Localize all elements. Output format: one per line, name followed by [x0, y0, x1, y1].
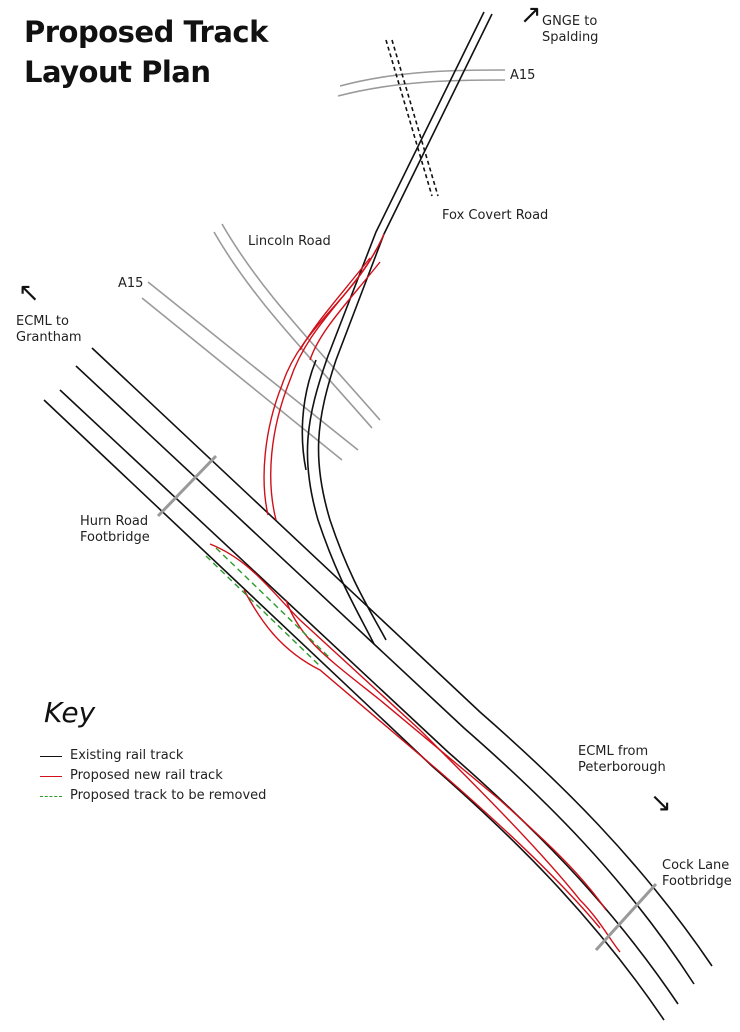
key-swatch-proposed — [40, 776, 62, 777]
gnge-existing-tracks — [301, 11, 493, 645]
label-a15-left: A15 — [118, 276, 144, 291]
title-line-2: Layout Plan — [24, 55, 211, 89]
arrow-up-right-icon: ↗ — [520, 0, 542, 30]
hurn-road-footbridge — [156, 454, 218, 518]
key-swatch-existing — [40, 756, 62, 757]
key-swatch-removed — [40, 796, 62, 797]
label-hurn-road-footbridge: Hurn Road Footbridge — [80, 514, 150, 545]
label-ecml-peterborough: ECML from Peterborough — [578, 744, 666, 775]
road-lincoln-road — [213, 223, 381, 429]
road-a15-top — [337, 69, 506, 97]
label-ecml-grantham: ECML to Grantham — [16, 314, 82, 345]
tracks-to-be-removed — [205, 547, 331, 667]
proposed-new-tracks — [209, 233, 621, 953]
label-gnge-spalding: GNGE to Spalding — [542, 14, 599, 45]
label-lincoln-road: Lincoln Road — [248, 234, 331, 249]
fox-covert-road-line — [385, 39, 439, 197]
ecml-existing-tracks — [43, 347, 713, 1021]
arrow-down-right-icon: ↘ — [650, 788, 672, 818]
arrow-up-left-icon: ↖ — [18, 278, 40, 308]
label-cock-lane-footbridge: Cock Lane Footbridge — [662, 858, 732, 889]
label-a15-top: A15 — [510, 68, 536, 83]
label-fox-covert-road: Fox Covert Road — [442, 208, 549, 223]
title-line-1: Proposed Track — [24, 15, 268, 49]
key-heading: Key — [44, 696, 96, 729]
page-title: Proposed Track Layout Plan — [24, 12, 268, 92]
cock-lane-footbridge — [594, 882, 658, 952]
road-a15-left — [141, 281, 359, 461]
